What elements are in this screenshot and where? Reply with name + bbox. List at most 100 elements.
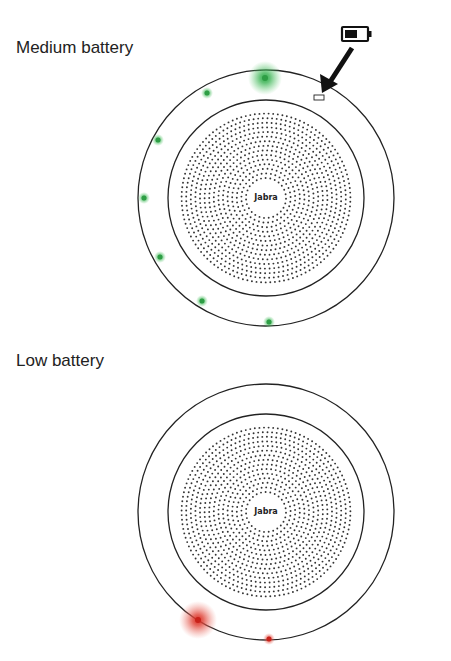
grille-hole [302,126,304,128]
grille-hole [315,496,317,498]
grille-hole [284,438,286,440]
grille-hole [298,539,300,541]
grille-hole [215,183,217,185]
grille-hole [225,181,227,183]
grille-hole [215,232,217,234]
grille-hole [243,187,245,189]
grille-hole [251,552,253,554]
grille-hole [311,570,313,572]
grille-hole [265,249,267,251]
grille-hole [235,542,237,544]
grille-hole [268,235,270,237]
grille-hole [217,166,219,168]
grille-hole [290,527,292,529]
grille-hole [266,136,268,138]
grille-hole [294,452,296,454]
grille-hole [200,188,202,190]
grille-hole [280,152,282,154]
grille-hole [311,184,313,186]
grille-hole [308,573,310,575]
grille-hole [299,573,301,575]
grille-hole [195,244,197,246]
grille-hole [289,541,291,543]
grille-hole [256,493,258,495]
grille-hole [187,164,189,166]
grille-hole [224,221,226,223]
grille-hole [269,586,271,588]
grille-hole [215,224,217,226]
grille-hole [305,223,307,225]
grille-hole [237,520,239,522]
grille-hole [332,489,334,491]
grille-hole [252,156,254,158]
grille-hole [253,146,255,148]
grille-hole [232,492,234,494]
grille-hole [297,129,299,131]
grille-hole [317,544,319,546]
grille-hole [326,518,328,520]
grille-hole [248,119,250,121]
grille-hole [288,469,290,471]
grille-hole [229,252,231,254]
grille-hole [267,222,269,224]
grille-hole [318,564,320,566]
grille-hole [301,561,303,563]
grille-hole [190,503,192,505]
grille-hole [300,578,302,580]
grille-hole [248,438,250,440]
grille-hole [212,458,214,460]
grille-hole [192,494,194,496]
grille-hole [246,169,248,171]
grille-hole [235,458,237,460]
grille-hole [277,479,279,481]
grille-hole [312,576,314,578]
grille-hole [239,141,241,143]
grille-hole [283,280,285,282]
grille-hole [323,480,325,482]
grille-hole [298,216,300,218]
grille-hole [239,253,241,255]
grille-hole [266,226,268,228]
grille-hole [326,223,328,225]
grille-hole [238,218,240,220]
grille-hole [298,568,300,570]
grille-hole [291,248,293,250]
grille-hole [222,217,224,219]
grille-hole [183,177,185,179]
grille-hole [294,437,296,439]
grille-hole [249,147,251,149]
grille-hole [246,270,248,272]
grille-hole [205,145,207,147]
grille-hole [309,142,311,144]
grille-hole [291,460,293,462]
grille-hole [227,169,229,171]
grille-hole [241,578,243,580]
grille-hole [319,256,321,258]
grille-hole [249,476,251,478]
led [142,196,147,201]
grille-hole [210,211,212,213]
grille-hole [190,512,192,514]
grille-hole [250,261,252,263]
grille-hole [230,555,232,557]
grille-hole [282,275,284,277]
grille-hole [222,491,224,493]
grille-hole [249,162,251,164]
grille-hole [293,252,295,254]
battery-icon [342,27,372,41]
grille-hole [330,183,332,185]
grille-hole [312,487,314,489]
grille-hole [340,514,342,516]
grille-hole [302,566,304,568]
grille-hole [266,468,268,470]
grille-hole [309,450,311,452]
grille-hole [345,194,347,196]
grille-hole [231,449,233,451]
grille-hole [282,546,284,548]
grille-hole [231,201,233,203]
grille-hole [267,168,269,170]
grille-hole [199,193,201,195]
grille-hole [205,171,207,173]
grille-hole [313,557,315,559]
grille-hole [330,524,332,526]
